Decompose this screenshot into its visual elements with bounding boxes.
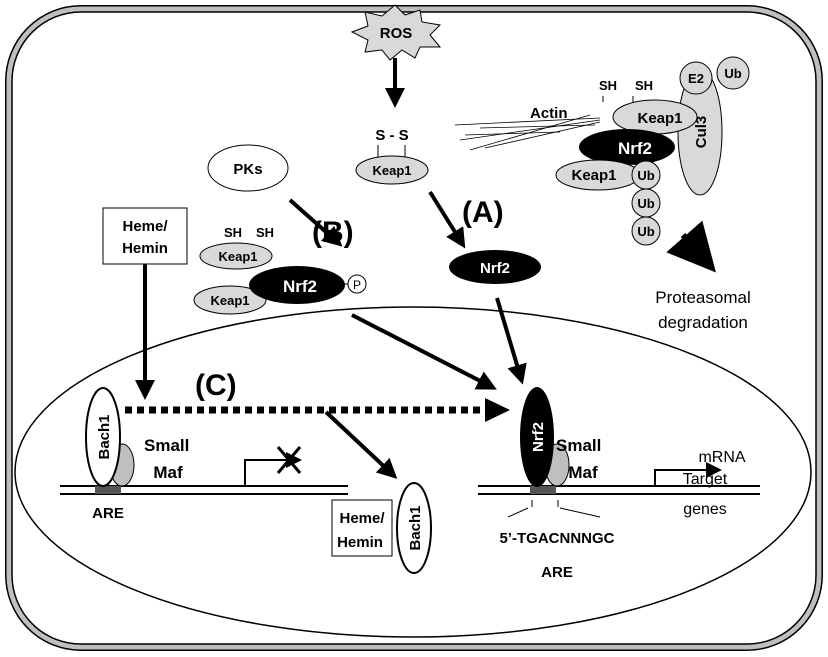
heme-label: Heme/: [339, 510, 385, 527]
hemin-label: Hemin: [337, 534, 383, 551]
bach1-label: Bach1: [407, 505, 424, 550]
disulfide-label: S - S: [375, 127, 408, 144]
are-label: ARE: [92, 505, 124, 522]
e2-label: E2: [688, 71, 704, 86]
nrf2-phosphorylated: [249, 266, 345, 304]
maf-label: Maf: [568, 463, 598, 482]
ub-label: Ub: [637, 224, 654, 239]
nrf2-label: Nrf2: [283, 277, 317, 296]
ros-burst: ROS: [350, 4, 442, 61]
sequence-callout-lines: [507, 500, 601, 518]
actin-label: Actin: [530, 105, 568, 122]
ubiquitin: [631, 216, 661, 246]
arrow-nrf2p-to-nucleus: [351, 313, 497, 390]
ub-label: Ub: [637, 168, 654, 183]
small-label: Small: [144, 436, 189, 455]
phosphate: [347, 274, 367, 294]
keap1-label: Keap1: [218, 249, 257, 264]
arrow-keap1-release: [428, 190, 466, 249]
nrf2-free: [449, 250, 541, 284]
small-label: Small: [556, 436, 601, 455]
target-label: Target: [683, 471, 728, 488]
maf-label: Maf: [153, 463, 183, 482]
heme-hemin-box: [102, 207, 188, 265]
are-element: [530, 486, 556, 494]
blocked-transcription-arrow: [244, 452, 302, 486]
e2: [679, 61, 713, 95]
sh-label: SH: [635, 78, 653, 93]
keap1-label: Keap1: [571, 167, 616, 184]
transcription-arrow: [654, 462, 722, 486]
pathway-b-label: (B): [312, 216, 354, 249]
nucleus: [14, 306, 812, 638]
protein-kinases: [207, 144, 289, 192]
arrow-degradation: [666, 220, 716, 273]
mrna-label: mRNA: [698, 449, 745, 466]
arrow-nrf2-to-nucleus: [495, 297, 527, 385]
p-label: P: [353, 278, 361, 292]
cul3-label: Cul3: [693, 116, 710, 149]
nrf2-label: Nrf2: [530, 422, 547, 452]
block-x-icon: [276, 446, 302, 474]
pks-label: PKs: [233, 161, 262, 178]
arrow-pks-to-nrf2: [288, 198, 343, 247]
ub-label: Ub: [724, 66, 741, 81]
heme-hemin-box-nuclear: [331, 499, 393, 557]
heme-label: Heme/: [122, 218, 168, 235]
proteasomal-label: Proteasomal: [655, 288, 750, 307]
sh-label: SH: [224, 225, 242, 240]
nrf2-bound: [579, 129, 675, 165]
arrow-bach1-export: [324, 410, 398, 479]
keap1: [193, 285, 267, 315]
are-element: [95, 486, 121, 494]
keap1-oxidized: [355, 155, 429, 185]
degradation-label: degradation: [658, 313, 748, 332]
bach1-released: [396, 482, 432, 574]
keap1-label: Keap1: [637, 110, 682, 127]
pathway-a-label: (A): [462, 196, 504, 229]
ros-label: ROS: [380, 25, 413, 42]
keap1-label: Keap1: [372, 163, 411, 178]
sh-label: SH: [256, 225, 274, 240]
hemin-label: Hemin: [122, 240, 168, 257]
ubiquitin: [716, 56, 750, 90]
nrf2-label: Nrf2: [480, 260, 510, 277]
sh-label: SH: [599, 78, 617, 93]
ub-label: Ub: [637, 196, 654, 211]
keap1-cul3-complex: Actin Cul3 E2 Ub SH SH Keap1 Nrf2 Keap1 …: [454, 56, 750, 246]
bach1-bound: [85, 387, 121, 487]
nrf2-label: Nrf2: [618, 139, 652, 158]
bach1-label: Bach1: [96, 414, 113, 459]
keap1-label: Keap1: [210, 293, 249, 308]
genes-label: genes: [683, 501, 727, 518]
nrf2-nuclear: [520, 387, 554, 487]
pathway-c-label: (C): [195, 369, 237, 402]
keap1: [199, 242, 273, 270]
are-label: ARE: [541, 564, 573, 581]
are-sequence-label: 5’-TGACNNNGC: [500, 530, 615, 547]
